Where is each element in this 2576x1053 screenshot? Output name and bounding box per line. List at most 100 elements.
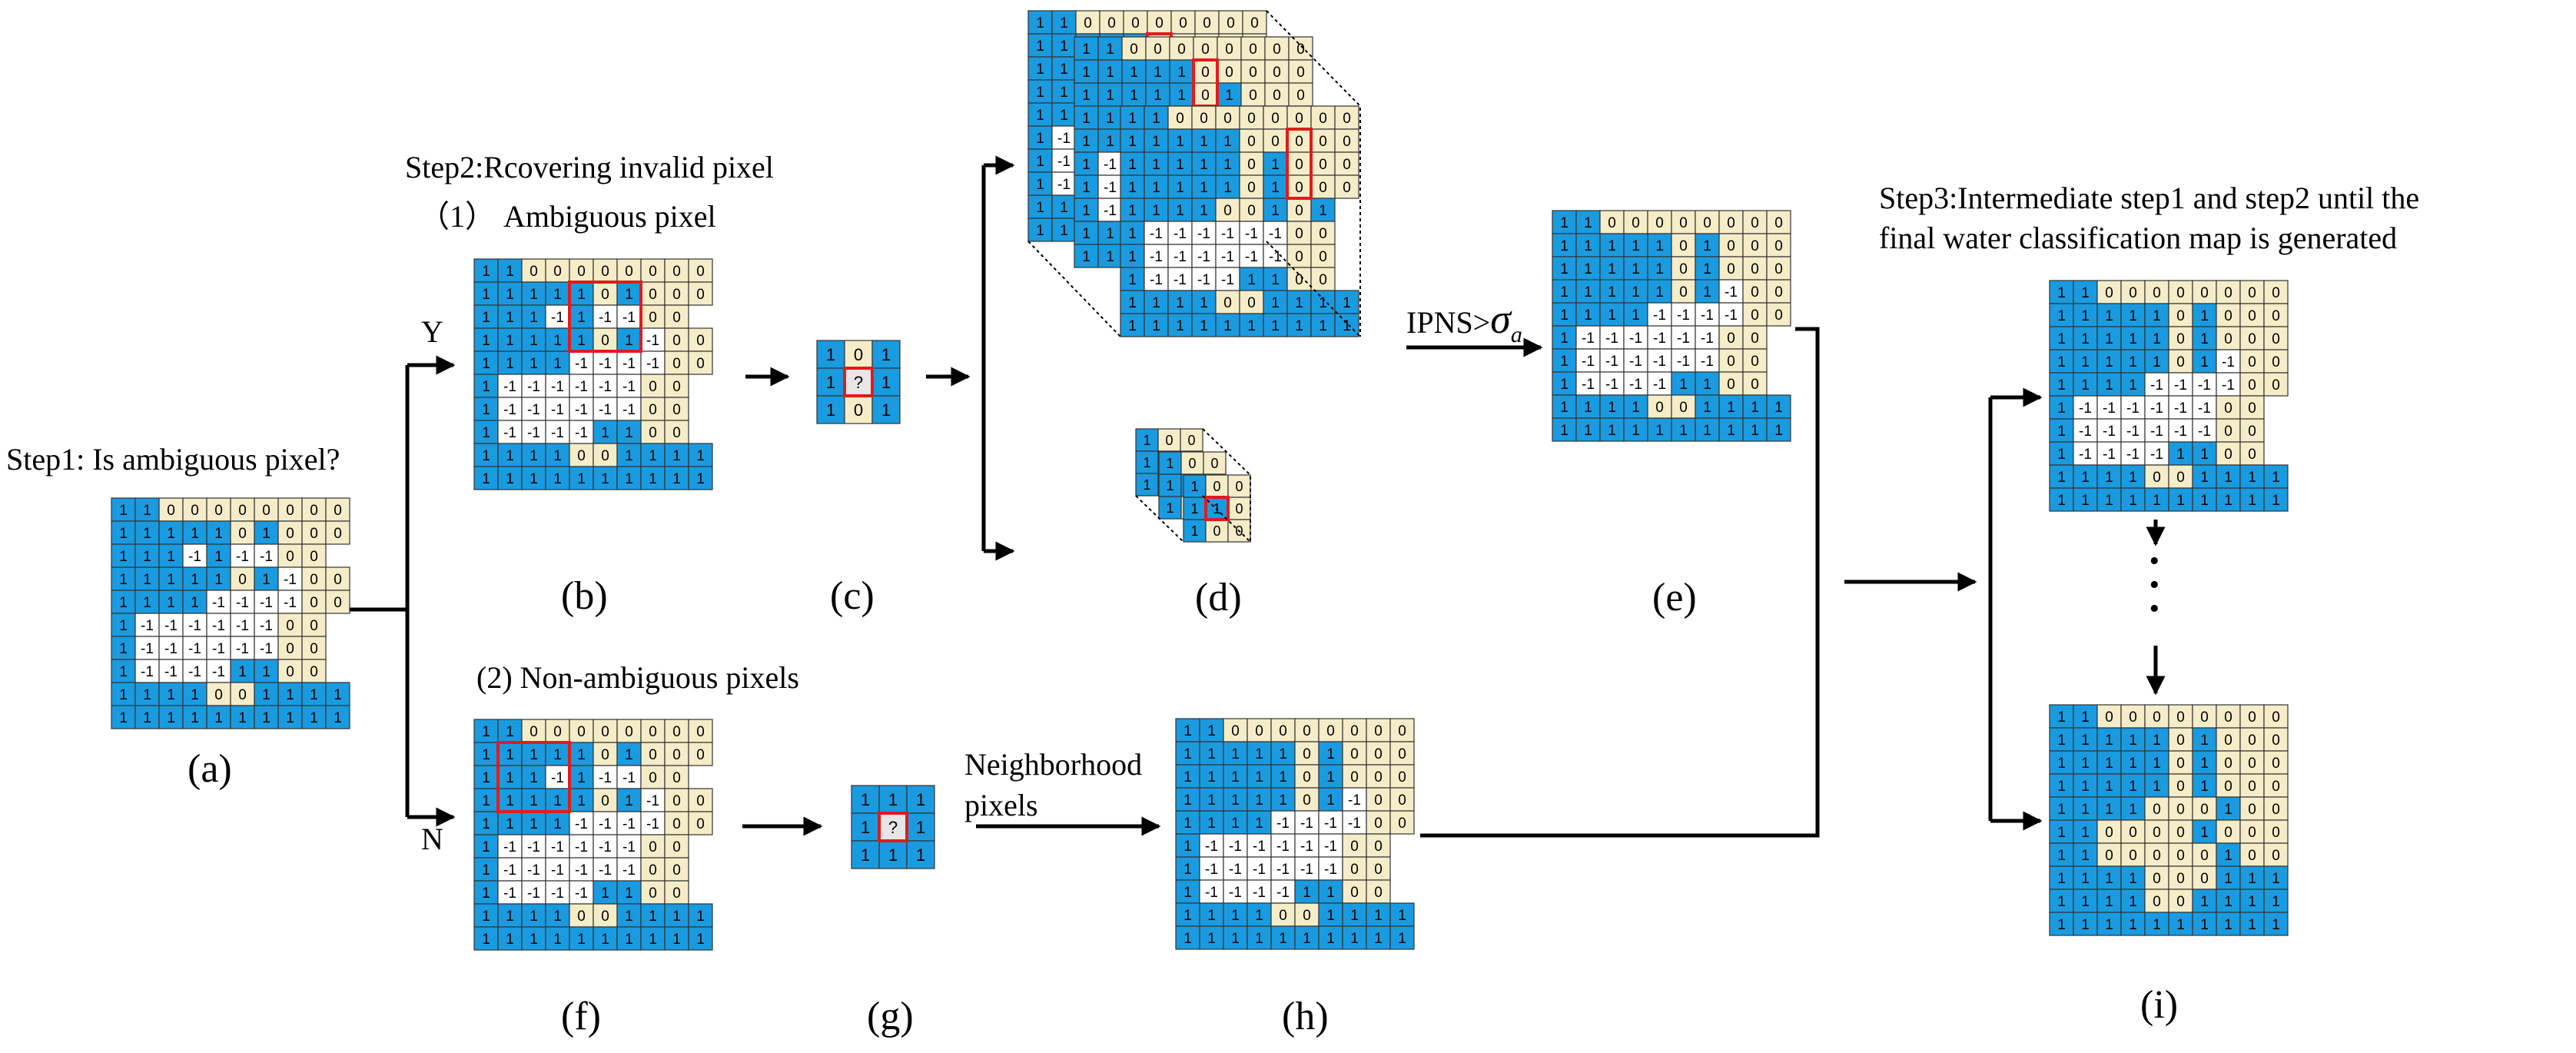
cell-value: 1 bbox=[482, 885, 490, 902]
cell-value: -1 bbox=[1205, 862, 1218, 878]
cell-value: 1 bbox=[482, 471, 490, 487]
grid-cell bbox=[640, 466, 666, 490]
cell-value: 0 bbox=[238, 503, 247, 519]
grid-cell bbox=[545, 281, 570, 306]
grid-cell bbox=[230, 497, 255, 522]
grid-cell bbox=[2263, 372, 2289, 397]
cell-value: 1 bbox=[1584, 400, 1592, 416]
cell-value: -1 bbox=[1653, 307, 1666, 324]
cell-value: 1 bbox=[262, 687, 271, 703]
cell-value: 0 bbox=[2248, 709, 2256, 726]
grid-cell bbox=[688, 742, 713, 766]
cell-value: 1 bbox=[916, 818, 925, 837]
cell-value: 0 bbox=[1154, 42, 1162, 58]
cell-value: 0 bbox=[649, 747, 657, 763]
cell-value: 1 bbox=[1036, 15, 1044, 32]
cell-value: ? bbox=[888, 818, 898, 837]
cell-value: -1 bbox=[284, 572, 297, 588]
cell-value: 1 bbox=[1130, 65, 1138, 81]
cell-value: 0 bbox=[2272, 285, 2280, 301]
grid-cell bbox=[2144, 418, 2169, 443]
cell-value: -1 bbox=[1276, 885, 1290, 901]
cell-value: 0 bbox=[310, 664, 318, 680]
cell-value: 0 bbox=[696, 287, 705, 303]
grid-cell bbox=[2216, 303, 2241, 327]
cell-value: 1 bbox=[1060, 61, 1068, 78]
cell-value: ? bbox=[854, 373, 863, 392]
grid-cell bbox=[2168, 441, 2193, 466]
cell-value: 1 bbox=[1207, 723, 1216, 739]
cell-value: 1 bbox=[1727, 423, 1735, 439]
cell-value: 1 bbox=[916, 790, 925, 809]
cell-value: 0 bbox=[1295, 203, 1303, 219]
grid-cell bbox=[277, 659, 303, 683]
step3-label-line2: final water classification map is genera… bbox=[1879, 221, 2398, 255]
cell-value: -1 bbox=[1150, 226, 1163, 242]
cell-value: 1 bbox=[1177, 88, 1186, 104]
grid-cell bbox=[2096, 464, 2122, 489]
cell-value: 0 bbox=[1223, 203, 1232, 219]
cell-value: 0 bbox=[1343, 180, 1351, 196]
cell-value: 1 bbox=[1128, 318, 1137, 334]
cell-value: 0 bbox=[1235, 501, 1243, 517]
grid-cell bbox=[2216, 280, 2241, 304]
grid-cell bbox=[1623, 210, 1648, 234]
cell-value: 0 bbox=[191, 503, 199, 519]
cell-value: -1 bbox=[1348, 792, 1361, 809]
cell-value: 1 bbox=[2081, 470, 2090, 486]
cell-value: 0 bbox=[1679, 400, 1688, 416]
cell-value: 0 bbox=[1632, 215, 1640, 231]
cell-value: 0 bbox=[649, 287, 657, 303]
grid-cell bbox=[2239, 441, 2265, 466]
caption-a: (a) bbox=[188, 747, 232, 791]
grid-cell bbox=[2239, 395, 2265, 420]
cell-value: 1 bbox=[553, 793, 562, 809]
cell-value: 0 bbox=[2224, 400, 2232, 417]
cell-value: 0 bbox=[2153, 470, 2161, 486]
grid-cell bbox=[545, 765, 570, 789]
cell-value: 1 bbox=[1279, 931, 1287, 947]
cell-value: 0 bbox=[1727, 215, 1735, 231]
cell-value: -1 bbox=[1701, 354, 1714, 370]
cell-value: 1 bbox=[1703, 423, 1711, 439]
cell-value: 0 bbox=[1296, 42, 1305, 58]
cell-value: 1 bbox=[529, 793, 538, 809]
cell-value: -1 bbox=[527, 425, 540, 441]
grid-cell bbox=[906, 785, 935, 814]
cell-value: 0 bbox=[1319, 111, 1327, 127]
cell-value: 1 bbox=[1223, 157, 1232, 173]
cell-value: 0 bbox=[238, 572, 247, 588]
cell-value: 0 bbox=[601, 448, 609, 464]
cell-value: 1 bbox=[1231, 746, 1240, 762]
grid-cell bbox=[111, 705, 136, 729]
grid-cell bbox=[2096, 441, 2122, 466]
grid-cell bbox=[2120, 441, 2146, 466]
grid-cell bbox=[1695, 256, 1720, 281]
cell-value: 1 bbox=[1655, 423, 1664, 439]
grid-cell bbox=[2049, 372, 2074, 397]
cell-value: -1 bbox=[1173, 272, 1187, 288]
grid-cell bbox=[2120, 727, 2146, 752]
cell-value: 1 bbox=[1036, 223, 1044, 239]
cell-value: -1 bbox=[2174, 377, 2187, 394]
cell-value: 1 bbox=[1106, 42, 1114, 58]
grid-cell bbox=[2239, 280, 2265, 304]
cell-value: 1 bbox=[506, 310, 514, 326]
cell-value: 1 bbox=[2081, 917, 2090, 933]
cell-value: 0 bbox=[286, 526, 294, 542]
ellipsis-vertical: ··· bbox=[2147, 537, 2162, 633]
cell-value: -1 bbox=[1197, 226, 1210, 242]
cell-value: 1 bbox=[506, 932, 514, 948]
grid-cell bbox=[1264, 36, 1290, 61]
grid-cell bbox=[134, 543, 160, 568]
cell-value: 1 bbox=[506, 770, 514, 786]
cell-value: -1 bbox=[1205, 839, 1218, 855]
cell-value: 0 bbox=[1179, 15, 1187, 32]
caption-c: (c) bbox=[830, 574, 875, 618]
cell-value: 0 bbox=[1319, 272, 1327, 288]
cell-value: -1 bbox=[188, 641, 201, 657]
grid-cell bbox=[206, 682, 231, 706]
cell-value: 1 bbox=[2153, 331, 2161, 347]
cell-value: -1 bbox=[503, 885, 516, 902]
